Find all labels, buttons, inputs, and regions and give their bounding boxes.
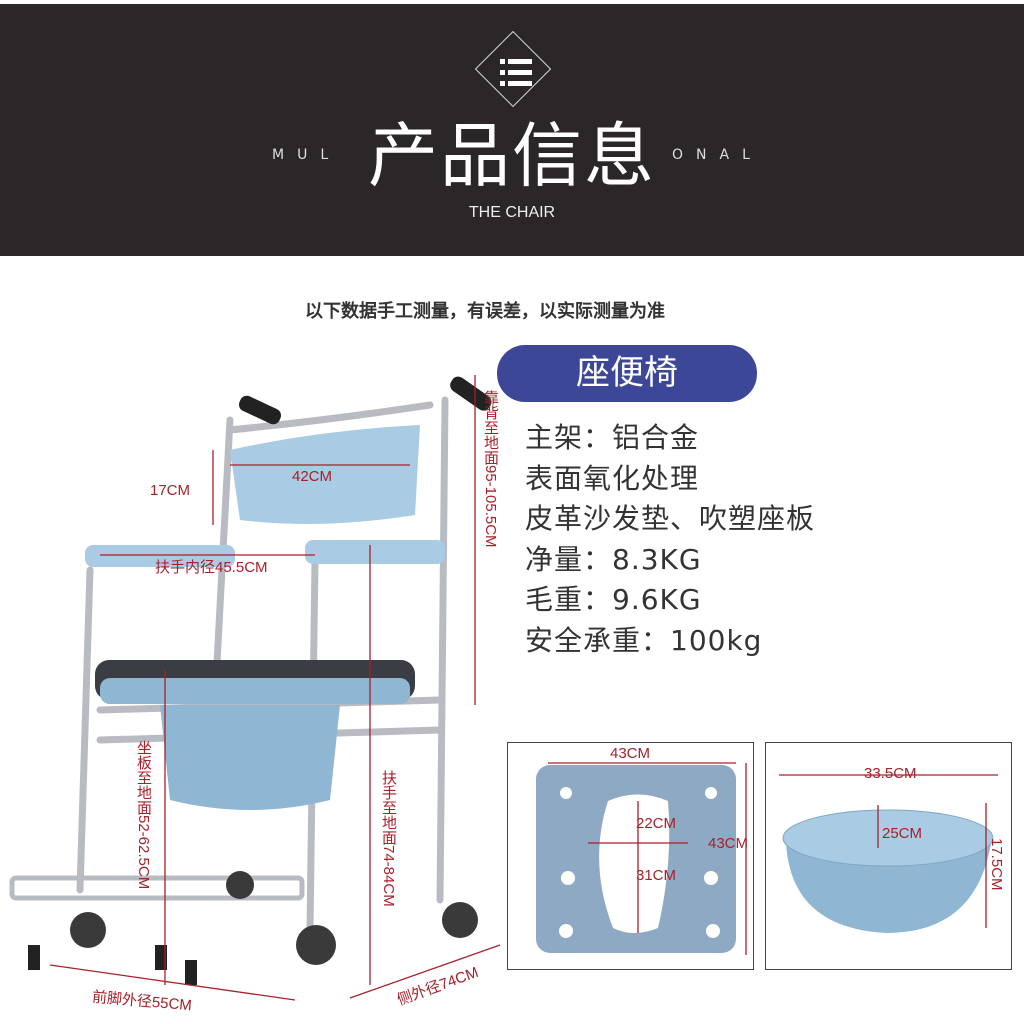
side-text-right: ONAL <box>672 147 763 163</box>
bucket-image <box>779 774 998 933</box>
list-icon <box>500 59 532 87</box>
spec-item: 表面氧化处理 <box>525 461 700 495</box>
dim-bucket-depth: 25CM <box>882 825 923 842</box>
measurement-note: 以下数据手工测量，有误差，以实际测量为准 <box>305 301 665 322</box>
dim-hole-width: 22CM <box>636 815 677 832</box>
dim-armrest-inner: 扶手内径45.5CM <box>155 559 268 576</box>
spec-list: 主架：铝合金 表面氧化处理 皮革沙发垫、吹塑座板 净量：8.3KG 毛重：9.6… <box>525 418 815 661</box>
dim-plate-height: 43CM <box>708 835 749 852</box>
dim-bucket-height: 17.5CM <box>988 838 1005 891</box>
dim-back-width: 42CM <box>292 468 333 485</box>
dim-back-to-ground: 靠背至地面95-105.5CM <box>482 390 499 548</box>
spec-item: 净量：8.3KG <box>525 542 702 576</box>
subtitle: THE CHAIR <box>468 204 556 221</box>
page-title: 产品信息 <box>368 115 656 197</box>
dim-plate-width: 43CM <box>610 745 651 762</box>
spec-item: 安全承重：100kg <box>525 623 763 657</box>
spec-item: 皮革沙发垫、吹塑座板 <box>525 502 816 535</box>
bucket-panel: 33.5CM 25CM 17.5CM <box>765 742 1012 970</box>
dim-armrest-to-ground: 扶手至地面74-84CM <box>380 770 397 907</box>
seat-plate-image <box>536 762 747 955</box>
side-text-left: MUL <box>272 147 342 163</box>
dim-bucket-width: 33.5CM <box>864 765 917 782</box>
spec-item: 主架：铝合金 <box>525 421 700 454</box>
header-banner: MUL ONAL 产品信息 THE CHAIR <box>0 4 1024 256</box>
dim-hole-length: 31CM <box>636 867 677 884</box>
product-badge: 座便椅 <box>497 345 757 402</box>
seat-plate-panel: 43CM 43CM 22CM 31CM <box>507 742 754 970</box>
dim-back-height: 17CM <box>150 482 191 499</box>
dim-seat-to-ground: 坐板至地面52-62.5CM <box>135 740 152 890</box>
spec-item: 毛重：9.6KG <box>525 583 702 616</box>
